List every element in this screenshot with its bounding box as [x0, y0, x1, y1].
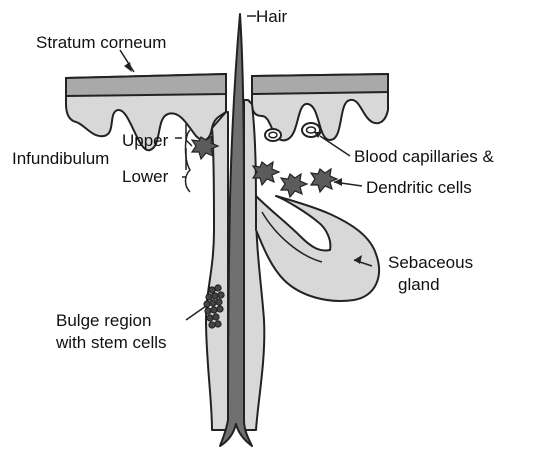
- right-stratum-corneum: [252, 74, 388, 94]
- dendritic-cells-label: Dendritic cells: [366, 178, 472, 197]
- sebaceous-gland: [256, 196, 379, 301]
- blood-capillaries-label: Blood capillaries &: [354, 147, 495, 166]
- sebaceous-gland-label-line1: Sebaceous: [388, 253, 473, 272]
- follicle-sheath-left: [206, 112, 228, 430]
- hair-label: Hair: [256, 7, 288, 26]
- bulge-region-label-line2: with stem cells: [55, 333, 167, 352]
- upper-label: Upper: [122, 131, 169, 150]
- left-stratum-corneum: [66, 74, 226, 96]
- sebaceous-gland-label-line2: gland: [398, 275, 440, 294]
- stratum-corneum-label: Stratum corneum: [36, 33, 166, 52]
- infundibulum-label: Infundibulum: [12, 149, 109, 168]
- lower-label: Lower: [122, 167, 169, 186]
- bulge-region-label-line1: Bulge region: [56, 311, 151, 330]
- follicle-sheath-right: [244, 100, 264, 430]
